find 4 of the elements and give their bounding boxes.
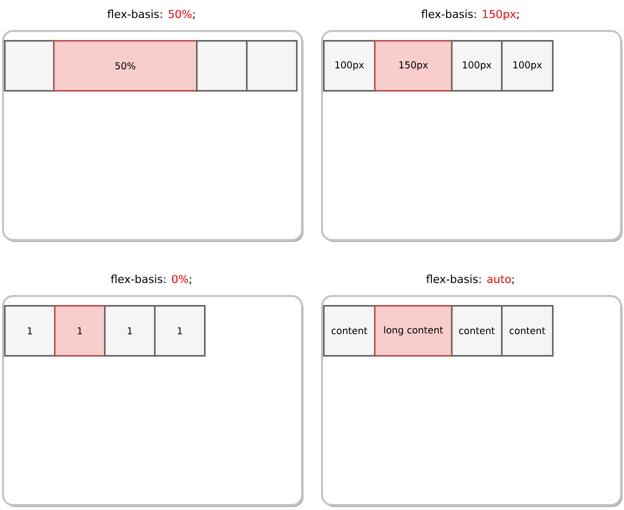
panel-heading: flex-basis: 0%; (110, 274, 192, 284)
panel-heading: flex-basis: auto; (426, 274, 514, 284)
panel-heading: flex-basis: 50%; (107, 10, 195, 20)
panel-heading: flex-basis: 150px; (421, 10, 519, 20)
